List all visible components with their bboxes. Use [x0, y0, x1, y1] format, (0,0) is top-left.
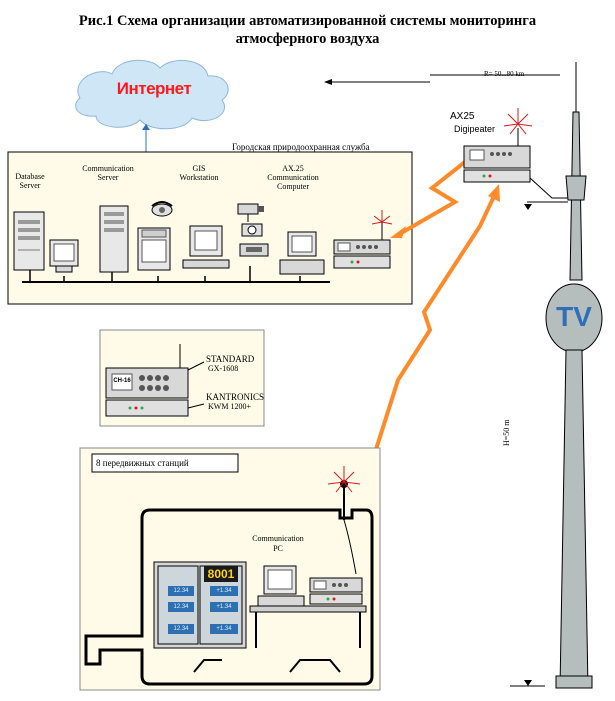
video-camera-icon	[237, 203, 264, 222]
tv-label: TV	[556, 301, 592, 332]
tower-height-label: H=50 m	[502, 419, 511, 446]
node-label-gis-workstation: GIS Workstation	[176, 164, 222, 182]
digipeater-antenna-signal	[503, 108, 533, 135]
internet-cloud	[75, 59, 229, 130]
analyzer-display-value: 8001	[207, 567, 235, 581]
modem-model-line-2: KWM 1200+	[208, 402, 251, 411]
database-server-icon	[13, 211, 45, 271]
station-pc-label: Communication PC	[248, 534, 308, 554]
city-service-title: Городская природоохранная служба	[232, 142, 370, 152]
gis-workstation-icon	[182, 225, 230, 269]
tape-drive-icon	[239, 243, 269, 257]
node-label-ax25-computer: AX.25 Communication Computer	[262, 164, 324, 191]
node-label-line: Server	[19, 181, 41, 190]
radio-link-city	[395, 148, 482, 238]
reading-value: 12.34	[173, 588, 189, 594]
digipeater-label-line-1: AX25	[450, 111, 475, 122]
ax25-computer-icon	[279, 231, 325, 275]
reading-value: 12.34	[173, 604, 189, 610]
node-label-line: Communication	[82, 164, 134, 173]
photo-camera-icon	[241, 223, 263, 237]
node-label-line: Database	[15, 172, 45, 181]
network-bus-drops	[29, 266, 301, 282]
station-antenna-signal	[327, 466, 361, 493]
mobile-station-vehicle	[84, 508, 374, 686]
reading-value: +1.34	[216, 604, 232, 610]
range-label: R= 50...80 km	[484, 70, 525, 78]
height-arrow-bottom	[524, 680, 532, 686]
station-desk	[249, 605, 367, 648]
reading-value: 12.34	[173, 626, 189, 632]
city-radio-modem-icon	[333, 222, 391, 269]
reading-value: +1.34	[216, 626, 232, 632]
reading-value: +1.34	[216, 588, 232, 594]
node-label-line: AX.25	[282, 164, 304, 173]
radio-model-line-1: STANDARD	[206, 354, 255, 364]
figure-title-line-1: Рис.1 Схема организации автоматизированн…	[78, 13, 537, 29]
node-label-line: Workstation	[179, 173, 219, 182]
station-pc-label-line-1: Communication	[252, 534, 304, 543]
node-label-database-server: Database Server	[10, 172, 50, 190]
digipeater-mount-line	[529, 177, 568, 199]
digipeater-label-line-2: Digipeater	[454, 124, 496, 134]
radio-link-station	[370, 191, 498, 463]
communication-monitor-icon	[137, 227, 171, 271]
station-label: 8 передвижных станций	[96, 458, 189, 468]
modem-model-line-1: KANTRONICS	[206, 392, 265, 402]
radio-link-city-arrow	[390, 226, 406, 238]
internet-link-arrow-up	[142, 124, 150, 130]
digipeater-device-icon	[463, 128, 531, 183]
node-label-line: Server	[97, 173, 119, 182]
station-radio-modem-icon	[309, 577, 363, 605]
node-label-line: Communication	[267, 173, 319, 182]
database-monitor-icon	[49, 239, 79, 273]
analyzer-screens	[168, 586, 238, 634]
height-arrow-top	[524, 204, 532, 210]
radio-pointer	[187, 361, 205, 371]
telephone-icon	[151, 201, 173, 217]
node-label-line: Computer	[277, 182, 309, 191]
node-label-communication-server: Communication Server	[82, 164, 134, 182]
station-label-box	[91, 453, 239, 473]
station-pc-icon	[257, 565, 305, 607]
communication-server-icon	[99, 205, 129, 273]
internet-label: Интернет	[116, 79, 192, 98]
standard-radio-icon	[105, 344, 189, 399]
kantronics-modem-icon	[105, 399, 189, 417]
city-antenna-signal	[371, 210, 393, 225]
node-label-line: GIS	[192, 164, 206, 173]
radio-model-line-2: GX-1608	[208, 364, 239, 373]
radio-display-text: CH-16	[113, 378, 131, 384]
station-pc-label-line-2: PC	[273, 544, 283, 553]
radio-link-station-arrow	[488, 184, 500, 202]
modem-pointer	[187, 403, 205, 409]
figure-title-line-2: атмосферного воздуха	[235, 31, 380, 47]
tv-tower-icon	[545, 62, 603, 689]
